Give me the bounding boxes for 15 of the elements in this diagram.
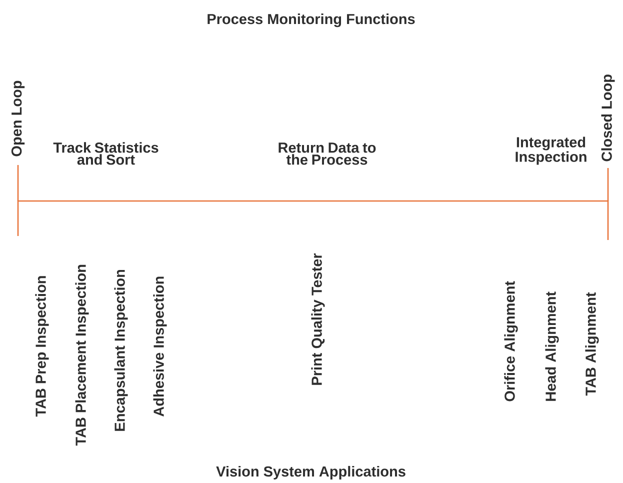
- scale-label: Head Alignment: [545, 292, 559, 401]
- scale-label: TAB Placement Inspection: [75, 264, 89, 446]
- scale-label: TAB Alignment: [585, 292, 599, 396]
- scale-label: Adhesive Inspection: [153, 276, 167, 416]
- scale-label: Closed Loop: [601, 74, 615, 162]
- scale-label: Open Loop: [11, 80, 25, 156]
- scale-label: Encapsulant Inspection: [114, 270, 128, 431]
- scale-label: Orifice Alignment: [504, 281, 518, 402]
- title: Process Monitoring Functions: [208, 14, 415, 28]
- caption: Vision System Applications: [216, 466, 406, 480]
- stage-label: Integrated Inspection: [516, 136, 586, 165]
- stage-label: Return Data to the Process: [278, 142, 376, 165]
- stage-label: Track Statistics and Sort: [53, 142, 158, 165]
- scale-label: TAB Prep Inspection: [35, 276, 49, 417]
- scale-label: Print Quality Tester: [311, 253, 325, 385]
